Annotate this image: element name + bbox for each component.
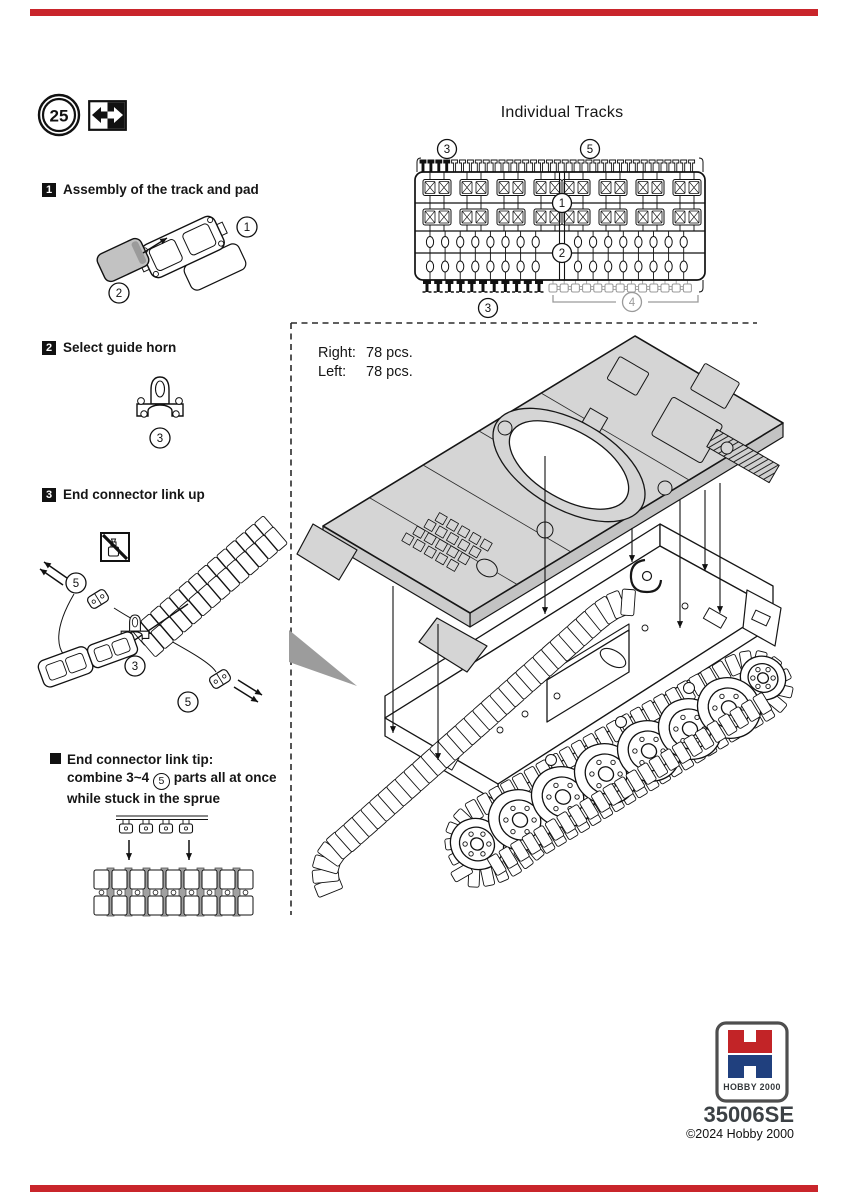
tip-diagram: [93, 815, 254, 917]
callout-1: 1: [236, 216, 258, 238]
sprue-callout-4: 4: [552, 291, 699, 313]
circled-5-icon: 5: [152, 773, 170, 790]
step-1-label: Assembly of the track and pad: [63, 182, 259, 197]
sprue-callout-2: 2: [551, 242, 573, 264]
tip-arrows: [125, 840, 193, 860]
step-3-header: 3 End connector link up: [42, 487, 205, 502]
front-fender-left: [296, 523, 358, 581]
step-2-label: Select guide horn: [63, 340, 177, 355]
linked-tracks: [37, 631, 139, 688]
callout-5-bottom: 5: [177, 691, 199, 713]
sprue-diagram: 3 5 1 2 3 4: [414, 138, 706, 319]
sprue-callout-3-top: 3: [436, 138, 458, 160]
product-code: 35006SE: [703, 1102, 794, 1127]
square-bullet-icon: [50, 753, 61, 764]
svg-text:5: 5: [587, 144, 593, 156]
end-connector-bottom: [208, 669, 232, 689]
svg-text:3: 3: [485, 303, 491, 315]
sprue-callout-5-top: 5: [579, 138, 601, 160]
svg-text:1: 1: [559, 198, 565, 210]
page-title: Individual Tracks: [500, 104, 624, 121]
insert-arrow: [142, 237, 168, 254]
step-number-badge: 25: [37, 93, 81, 137]
callout-5-top: 5: [65, 572, 87, 594]
logo-h: [728, 1030, 772, 1078]
front-fender-right: [418, 617, 488, 673]
tip-track-run: [93, 867, 254, 917]
svg-text:3: 3: [132, 661, 138, 673]
step-2-badge: 2: [42, 340, 56, 355]
assembly-arrows: [389, 456, 724, 760]
step-number: 25: [50, 107, 69, 126]
tip-block: End connector link tip: combine 3~4 5 pa…: [50, 751, 290, 808]
tip-title-line: End connector link tip:: [50, 751, 290, 769]
pointer-wedge: [289, 630, 357, 686]
callout-3-horn: 3: [124, 655, 146, 677]
end-connector-top: [86, 589, 110, 609]
left-right-arrows-icon: [88, 100, 127, 131]
svg-text:4: 4: [629, 297, 636, 309]
copyright: ©2024 Hobby 2000: [686, 1127, 794, 1141]
sprue-callout-1: 1: [551, 192, 573, 214]
piece-counts: Right:78 pcs. Left:78 pcs.: [318, 344, 413, 382]
guide-horn-part: [136, 376, 184, 418]
step-1-header: 1 Assembly of the track and pad: [42, 182, 259, 197]
bottom-accent-bar: [30, 1185, 818, 1192]
svg-text:3: 3: [157, 433, 163, 445]
tip-line-2: combine 3~4 5 parts all at once: [50, 769, 290, 790]
step-3-diagram: 5 3 5: [37, 516, 288, 713]
svg-text:2: 2: [559, 248, 565, 260]
deck-grid-plates: [401, 512, 493, 572]
svg-text:5: 5: [185, 697, 191, 709]
step-3-badge: 3: [42, 487, 56, 502]
svg-text:5: 5: [73, 578, 79, 590]
hull-exploded-view: [289, 335, 794, 898]
tip-line-3: while stuck in the sprue: [67, 791, 221, 806]
svg-text:2: 2: [116, 288, 122, 300]
svg-text:1: 1: [244, 222, 250, 234]
svg-text:3: 3: [444, 144, 450, 156]
upper-deck: [296, 335, 784, 673]
step-1-badge: 1: [42, 182, 56, 197]
step-2-diagram: 3: [136, 376, 184, 449]
sprue-parts: [419, 159, 702, 293]
hobby2000-logo: HOBBY 2000: [715, 1021, 789, 1103]
sprue-callout-3-bottom: 3: [477, 297, 499, 319]
tow-hook: [629, 558, 663, 594]
no-glue-icon: [100, 532, 130, 562]
left-track: [311, 588, 636, 898]
step-3-label: End connector link up: [63, 487, 205, 502]
left-count: Left:78 pcs.: [318, 364, 413, 380]
sprue-connectors: [118, 819, 194, 834]
top-accent-bar: [30, 9, 818, 16]
assembled-track-section: [131, 516, 288, 657]
tip-title: End connector link tip:: [67, 752, 214, 767]
step-2-header: 2 Select guide horn: [42, 340, 176, 355]
callout-3: 3: [149, 427, 171, 449]
track-pad: [96, 237, 150, 283]
callout-2: 2: [108, 282, 130, 304]
right-count: Right:78 pcs.: [318, 345, 413, 361]
step-1-diagram: 1 2: [96, 215, 258, 304]
right-track-bottom-run: [487, 692, 772, 876]
logo-name: HOBBY 2000: [723, 1082, 781, 1092]
